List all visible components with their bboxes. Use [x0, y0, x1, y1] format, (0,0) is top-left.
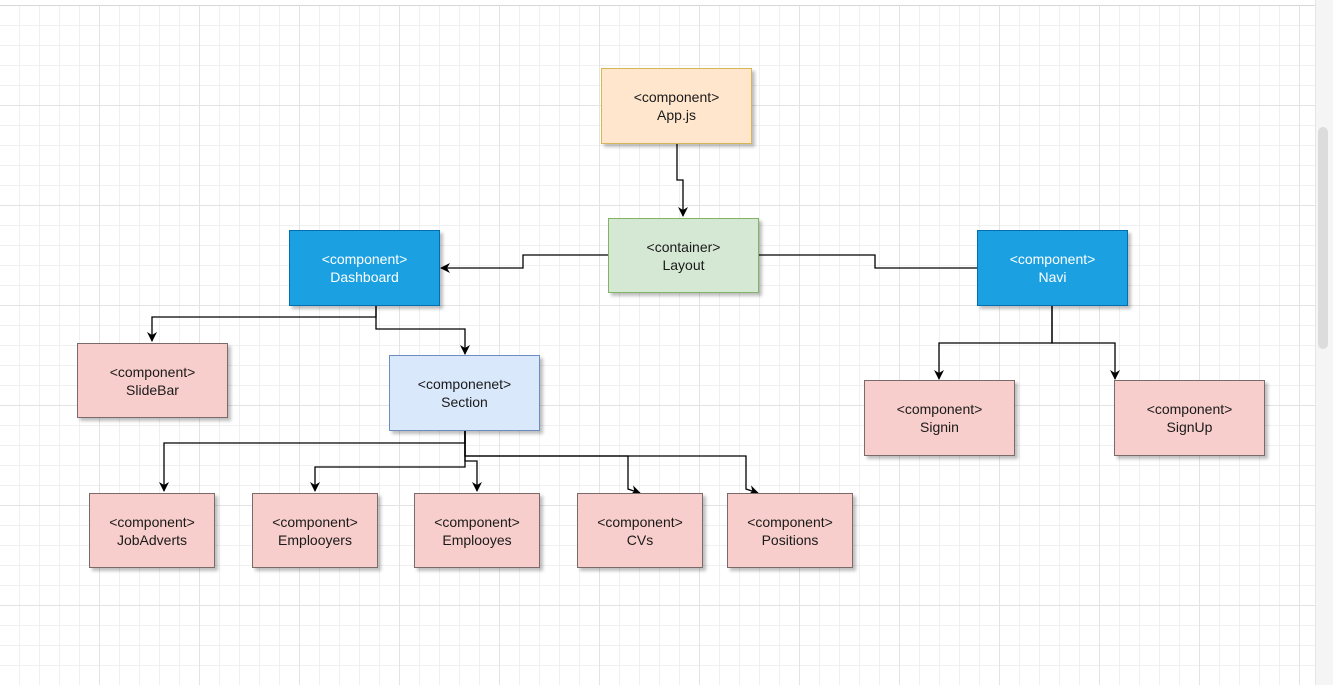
node-emplooyers-stereotype: <component>	[272, 513, 358, 530]
node-jobadverts-stereotype: <component>	[109, 513, 195, 530]
node-navi-name: Navi	[1038, 269, 1067, 285]
node-signup[interactable]: <component> SignUp	[1114, 380, 1265, 456]
edge-navi-signin	[934, 306, 1053, 380]
node-positions-name: Positions	[761, 531, 819, 548]
node-signin[interactable]: <component> Signin	[864, 380, 1015, 456]
edge-section-positions	[464, 431, 759, 495]
node-emplooyers[interactable]: <component> Emplooyers	[252, 493, 378, 568]
node-cvs[interactable]: <component> CVs	[577, 493, 703, 568]
node-signup-stereotype: <component>	[1146, 401, 1233, 417]
node-dashboard[interactable]: <component> Dashboard	[289, 230, 440, 306]
edge-navi-signup	[1051, 306, 1120, 380]
edge-app-layout	[676, 144, 688, 217]
node-emplooyes-name: Emplooyes	[442, 531, 512, 548]
node-dashboard-name: Dashboard	[330, 269, 399, 285]
node-section-stereotype: <componenet>	[417, 376, 512, 392]
node-signup-name: SignUp	[1166, 419, 1213, 435]
node-emplooyes-stereotype: <component>	[434, 513, 520, 530]
edge-section-cvs	[464, 431, 641, 495]
node-navi-stereotype: <component>	[1009, 251, 1096, 267]
node-cvs-name: CVs	[626, 531, 654, 548]
edge-layout-navi	[759, 254, 977, 269]
node-signin-stereotype: <component>	[896, 401, 983, 417]
edge-section-emplooyes	[464, 431, 482, 492]
node-positions[interactable]: <component> Positions	[727, 493, 853, 568]
node-jobadverts[interactable]: <component> JobAdverts	[89, 493, 215, 568]
node-slidebar[interactable]: <component> SlideBar	[77, 343, 228, 418]
node-signin-name: Signin	[920, 419, 959, 435]
node-layout[interactable]: <container> Layout	[608, 218, 759, 293]
node-section-name: Section	[441, 394, 488, 410]
node-section[interactable]: <componenet> Section	[389, 355, 540, 431]
edge-layout-dashboard	[440, 254, 608, 273]
node-emplooyes[interactable]: <component> Emplooyes	[414, 493, 540, 568]
edge-dashboard-section	[375, 305, 470, 355]
canvas-top-border	[0, 0, 1315, 6]
node-cvs-stereotype: <component>	[597, 513, 683, 530]
node-app[interactable]: <component> App.js	[601, 68, 752, 144]
edge-dashboard-slidebar	[147, 305, 377, 342]
vertical-scrollbar-thumb[interactable]	[1318, 127, 1328, 349]
node-positions-stereotype: <component>	[747, 513, 833, 530]
node-layout-name: Layout	[662, 256, 705, 273]
node-slidebar-name: SlideBar	[126, 381, 179, 398]
node-emplooyers-name: Emplooyers	[278, 531, 352, 548]
node-app-name: App.js	[657, 107, 696, 123]
node-slidebar-stereotype: <component>	[109, 363, 196, 380]
node-jobadverts-name: JobAdverts	[116, 531, 188, 548]
node-app-stereotype: <component>	[633, 89, 720, 105]
edge-section-emplooyers	[310, 431, 466, 492]
node-navi[interactable]: <component> Navi	[977, 230, 1128, 306]
node-layout-stereotype: <container>	[646, 238, 721, 255]
node-dashboard-stereotype: <component>	[321, 251, 408, 267]
